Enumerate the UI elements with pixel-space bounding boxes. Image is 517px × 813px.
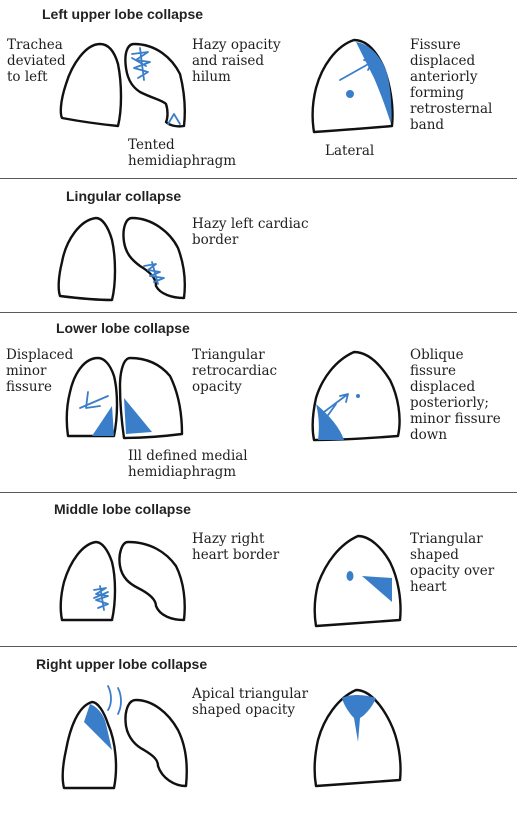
upper-lobe-opacity (131, 47, 151, 81)
right-heart-border-label: Hazy right heart border (192, 531, 280, 563)
minor-fissure-arrow (79, 391, 109, 409)
divider (0, 646, 517, 647)
lateral-lung-outline (311, 350, 401, 442)
left-lung-outline (124, 698, 188, 788)
section-title: Right upper lobe collapse (36, 656, 208, 672)
cardiac-border-label: Hazy left cardiac border (192, 216, 309, 248)
right-lung-outline (59, 42, 123, 128)
fissure-label: Fissure displaced anteriorly forming ret… (410, 37, 493, 133)
apical-triangle-right (84, 704, 112, 750)
section-title: Lingular collapse (66, 188, 182, 204)
lateral-lung-outline (313, 534, 402, 628)
lateral-lung-outline (313, 688, 402, 788)
right-lung-outline (59, 540, 117, 622)
right-lung-outline (65, 356, 119, 438)
right-upper-lobe-lungs-figure (61, 685, 188, 790)
lateral-lung-figure (311, 38, 394, 134)
triangular-opacity-label: Triangular shaped opacity over heart (410, 531, 495, 595)
retrosternal-band (356, 42, 392, 124)
middle-lobe-lungs-figure (59, 540, 186, 622)
lower-lobe-lateral-figure (311, 350, 401, 442)
right-lung-outline (57, 216, 117, 302)
middle-lobe-lateral-figure (313, 534, 402, 628)
section-title: Middle lobe collapse (54, 501, 191, 517)
middle-lobe-triangle (362, 576, 392, 602)
retrocardiac-triangle (124, 398, 152, 434)
right-lung-outline (61, 700, 118, 790)
retrocardiac-label: Triangular retrocardiac opacity (192, 347, 278, 395)
section-title: Left upper lobe collapse (42, 6, 204, 22)
oblique-fissure-label: Oblique fissure displaced posteriorly; m… (410, 347, 501, 443)
trachea-label: Trachea deviated to left (7, 37, 66, 85)
fissure-dot (356, 394, 360, 398)
trachea-lines (107, 685, 122, 715)
oblique-fissure-arrow (323, 393, 349, 419)
right-upper-lobe-lateral-figure (313, 688, 402, 788)
hilum-dot (346, 571, 354, 581)
left-lung-outline (122, 216, 186, 300)
lower-lobe-lungs-figure (65, 356, 184, 440)
posterior-lower-lobe-opacity (316, 404, 344, 440)
left-lung-outline (124, 42, 186, 128)
medial-hemidiaphragm-label: Ill defined medial hemidiaphragm (128, 448, 248, 480)
left-lung-outline (118, 540, 186, 622)
minor-fissure-label: Displaced minor fissure (6, 347, 74, 395)
right-lower-lobe-triangle (92, 406, 114, 436)
hilum-dot (346, 90, 354, 98)
lingular-lungs-figure (57, 216, 186, 302)
middle-lobe-opacity (93, 585, 109, 611)
hilum-label: Hazy opacity and raised hilum (192, 37, 281, 85)
lateral-label: Lateral (325, 143, 375, 159)
apical-opacity-label: Apical triangular shaped opacity (192, 686, 309, 718)
tented-hemidiaphragm (167, 113, 181, 125)
left-lung-outline (118, 356, 184, 440)
displaced-fissure-arrow (339, 59, 373, 97)
apical-wedge-lateral (342, 695, 376, 742)
frontal-lungs-figure (59, 42, 186, 128)
divider (0, 492, 517, 493)
divider (0, 312, 517, 313)
section-title: Lower lobe collapse (56, 320, 190, 336)
diaphragm-label: Tented hemidiaphragm (128, 137, 237, 169)
divider (0, 178, 517, 179)
lingular-opacity (143, 261, 165, 285)
